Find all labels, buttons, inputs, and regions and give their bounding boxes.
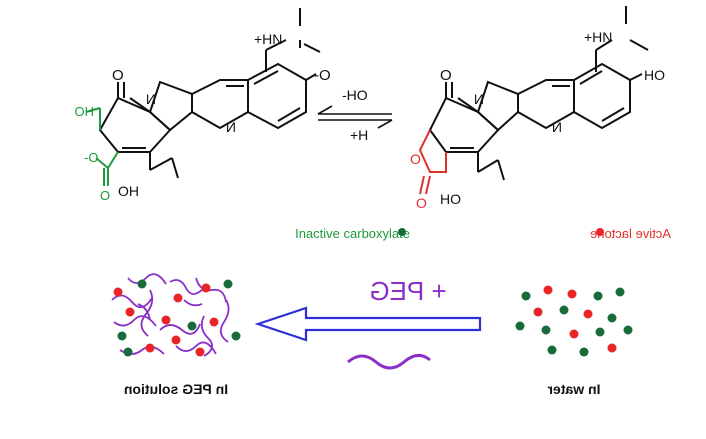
equilibrium-top-label: -HO <box>342 87 368 103</box>
legend-active-label: Active lactone <box>590 226 671 241</box>
peg-chains <box>111 273 230 357</box>
amine-label-right: +HN <box>584 29 612 45</box>
pyridone-ring-right <box>428 96 500 153</box>
caption-in-water: In water <box>547 381 600 397</box>
peg-dots <box>113 279 241 357</box>
carboxylate-o-label: -O <box>84 150 98 165</box>
n2-label-left: N <box>146 91 156 107</box>
phenolate-label: -O <box>314 67 331 84</box>
molecule-active-lactone <box>428 6 649 181</box>
phenol-oh-label: HO <box>644 67 665 83</box>
benzene-ring-right <box>573 62 631 130</box>
carbonyl-o-right: O <box>440 67 452 84</box>
peg-solution-cluster <box>111 273 241 357</box>
five-ring-left <box>148 80 193 132</box>
carboxyl-o-label: O <box>100 188 110 203</box>
lactone-ring-o: O <box>410 151 421 167</box>
equilibrium-bottom-label: +H <box>350 127 368 143</box>
legend-inactive-group: Inactive carboxylate <box>295 226 410 241</box>
legend-inactive-label: Inactive carboxylate <box>295 226 410 241</box>
lactone-ring <box>418 129 447 195</box>
legend-inactive-dot <box>398 228 406 236</box>
peg-chain-symbol <box>347 354 431 370</box>
oh-label-left: OH <box>118 183 139 199</box>
water-dots <box>515 285 633 357</box>
n-label-left: N <box>226 119 236 135</box>
pyridone-ring-left <box>98 96 172 153</box>
lactone-carbonyl-o: O <box>416 195 427 211</box>
equilibrium-arrows <box>317 105 393 129</box>
carbonyl-o-left: O <box>112 67 124 84</box>
benzene-ring-left <box>247 62 307 130</box>
n-label-right: N <box>552 119 562 135</box>
carboxylate-group <box>85 107 119 186</box>
peg-arrow-label: + PEG <box>369 276 446 306</box>
molecule-inactive-carboxylate <box>98 8 321 179</box>
pyridine-ring-left <box>191 79 249 130</box>
n2-label-right: N <box>474 91 484 107</box>
oh-label-right: HO <box>440 191 461 207</box>
caption-peg-solution: In PEG solution <box>124 381 228 397</box>
peg-addition-arrow <box>254 306 482 342</box>
five-ring-right <box>476 80 519 132</box>
amine-label-left: +HN <box>254 31 282 47</box>
ho-green-label: HO <box>75 104 95 119</box>
pyridine-ring-right <box>517 79 575 130</box>
legend-active-dot <box>596 228 604 236</box>
